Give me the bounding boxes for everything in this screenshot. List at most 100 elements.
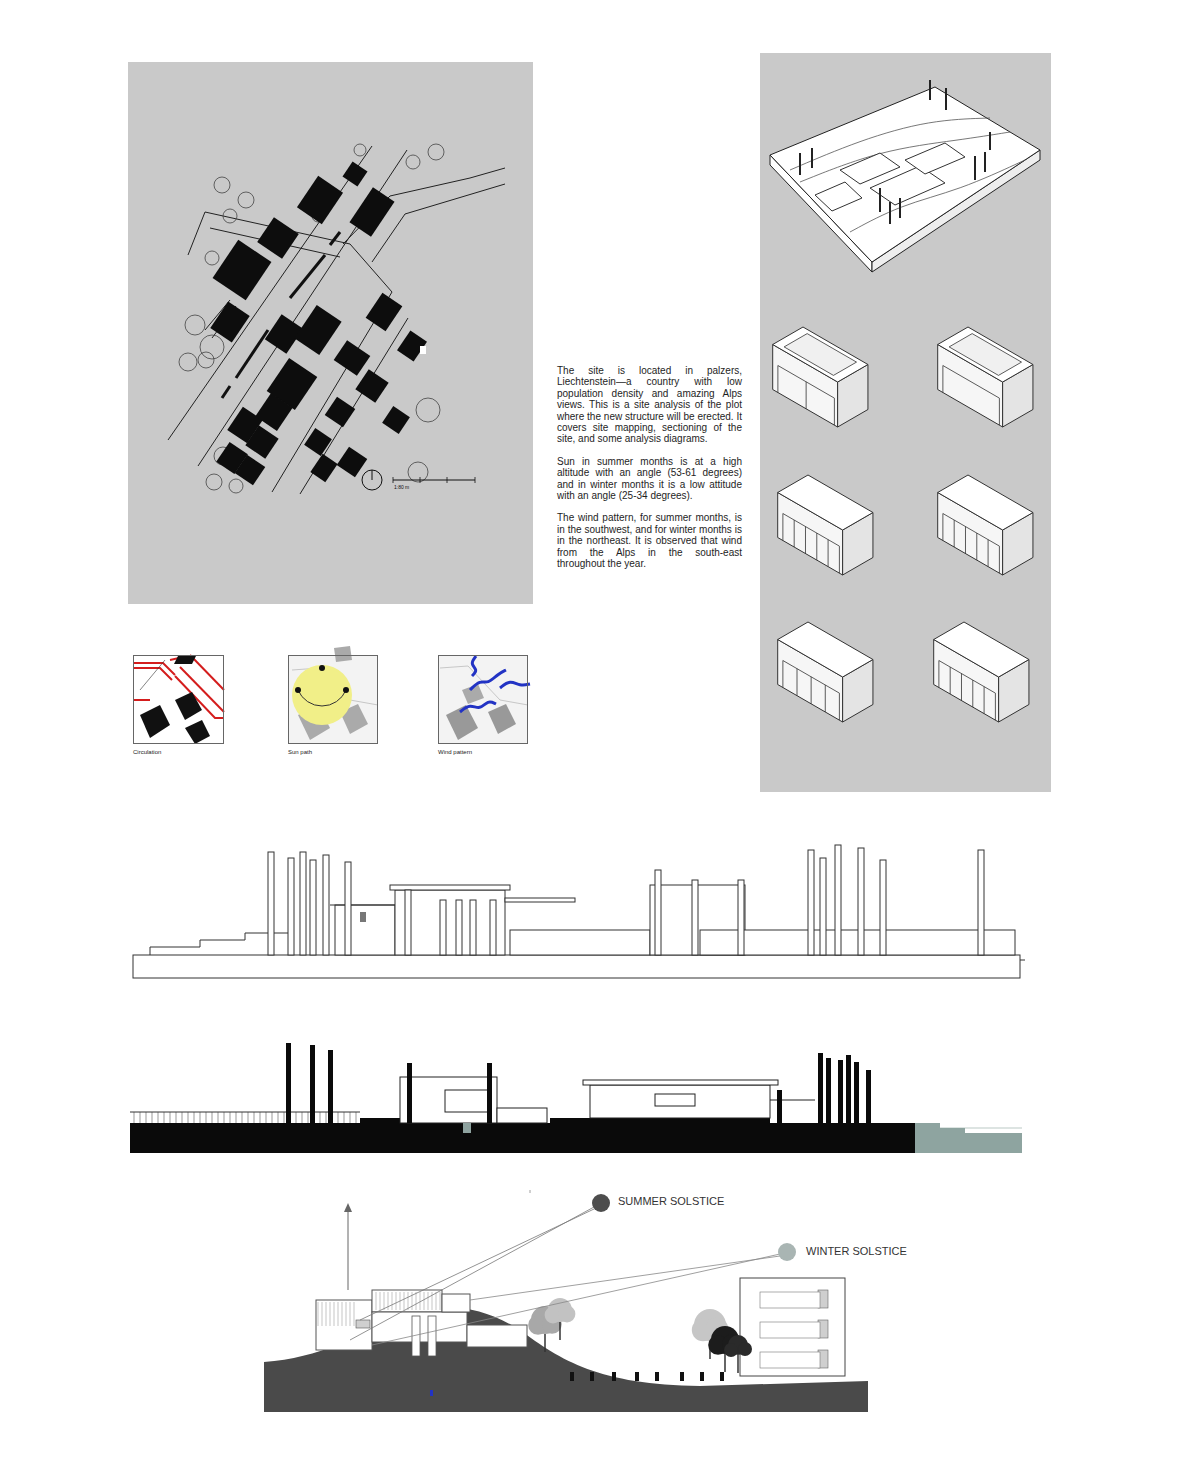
window bbox=[356, 1320, 370, 1328]
building-box bbox=[400, 1077, 497, 1123]
summer-solstice-label: SUMMER SOLSTICE bbox=[618, 1195, 724, 1207]
building bbox=[316, 1300, 372, 1350]
scale-tick bbox=[447, 477, 448, 483]
ground-mass bbox=[360, 1118, 400, 1123]
model-post bbox=[929, 80, 931, 100]
road-marking bbox=[222, 386, 230, 398]
road-marking bbox=[236, 330, 268, 378]
window-mullion bbox=[984, 687, 985, 714]
diagram-caption: Circulation bbox=[133, 749, 161, 755]
north-symbol bbox=[362, 470, 382, 490]
diagram-ground bbox=[288, 655, 378, 744]
column bbox=[323, 855, 329, 955]
railing bbox=[302, 1112, 303, 1123]
elevation-outline bbox=[133, 845, 1025, 978]
window bbox=[760, 1322, 820, 1338]
window-mullion bbox=[995, 693, 996, 720]
building-footprint bbox=[210, 301, 249, 342]
column bbox=[858, 848, 864, 955]
wind-note: The wind pattern, for summer months, is … bbox=[557, 512, 742, 569]
wind-pattern-diagram bbox=[438, 655, 530, 744]
box-top bbox=[938, 327, 1033, 382]
cladding bbox=[420, 1292, 421, 1310]
tree-crown bbox=[738, 1342, 752, 1356]
road-edge bbox=[440, 666, 528, 705]
sun-note: Sun in summer months is at a high altitu… bbox=[557, 456, 742, 502]
scale-tick bbox=[475, 477, 476, 483]
railing bbox=[134, 1112, 135, 1123]
sun-point bbox=[295, 687, 301, 693]
column bbox=[407, 1063, 412, 1123]
road-edge bbox=[198, 150, 407, 466]
column bbox=[288, 858, 294, 955]
window-mullion bbox=[839, 546, 840, 573]
building-footprint bbox=[297, 176, 343, 224]
analysis-diagram: Sun path bbox=[288, 655, 378, 744]
railing bbox=[146, 1112, 147, 1123]
railing bbox=[344, 1112, 345, 1123]
bollard bbox=[590, 1372, 594, 1381]
building bbox=[467, 1325, 527, 1347]
roof-slab bbox=[505, 898, 575, 902]
window bbox=[445, 1090, 490, 1112]
model-post bbox=[945, 88, 947, 110]
model-top bbox=[770, 87, 1040, 262]
tree-symbol bbox=[223, 209, 237, 223]
window bbox=[655, 1094, 695, 1106]
tree-symbol bbox=[198, 352, 214, 368]
railing bbox=[242, 1112, 243, 1123]
railing bbox=[188, 1112, 189, 1123]
scale-bar bbox=[393, 480, 475, 481]
building-footprint bbox=[294, 305, 341, 355]
model-post bbox=[889, 202, 891, 224]
model-post bbox=[811, 148, 813, 168]
pavilion bbox=[395, 890, 505, 955]
window-mullion bbox=[972, 680, 973, 707]
roof-line bbox=[770, 1100, 815, 1101]
building-footprint bbox=[213, 240, 272, 301]
column bbox=[345, 862, 351, 955]
railing bbox=[356, 1112, 357, 1123]
circulation-diagram bbox=[133, 655, 224, 744]
solar-section bbox=[264, 1190, 868, 1412]
cladding bbox=[354, 1302, 355, 1326]
railing bbox=[296, 1112, 297, 1123]
cladding bbox=[322, 1302, 323, 1326]
box-top bbox=[938, 475, 1033, 530]
bollard bbox=[635, 1372, 639, 1381]
tree-trunk bbox=[559, 1322, 561, 1340]
column bbox=[880, 860, 886, 955]
window-line bbox=[943, 514, 1000, 547]
cladding bbox=[436, 1292, 437, 1310]
sun-point bbox=[343, 687, 349, 693]
tree-symbol bbox=[205, 251, 219, 265]
window-mullion bbox=[805, 527, 806, 554]
road-edge bbox=[343, 168, 505, 244]
railing bbox=[164, 1112, 165, 1123]
railing bbox=[230, 1112, 231, 1123]
model-building bbox=[905, 143, 965, 174]
window-mullion bbox=[999, 546, 1000, 573]
railing bbox=[308, 1112, 309, 1123]
scale-tick bbox=[393, 477, 394, 483]
column bbox=[286, 1043, 291, 1123]
site-map bbox=[168, 144, 505, 494]
road-marking bbox=[290, 255, 325, 298]
ground-mass bbox=[130, 1123, 915, 1153]
bollard bbox=[570, 1372, 574, 1381]
railing bbox=[266, 1112, 267, 1123]
cladding bbox=[396, 1292, 397, 1310]
railing bbox=[284, 1112, 285, 1123]
window-mullion bbox=[950, 667, 951, 694]
wind-arrow bbox=[472, 656, 476, 676]
column bbox=[268, 852, 274, 955]
cladding bbox=[416, 1292, 417, 1310]
column bbox=[835, 845, 841, 955]
column bbox=[818, 1053, 823, 1123]
column bbox=[470, 900, 476, 955]
railing bbox=[320, 1112, 321, 1123]
circulation-route bbox=[133, 699, 150, 701]
diagram-frame bbox=[288, 655, 378, 744]
building-footprint bbox=[366, 293, 403, 331]
model-post bbox=[799, 153, 801, 175]
